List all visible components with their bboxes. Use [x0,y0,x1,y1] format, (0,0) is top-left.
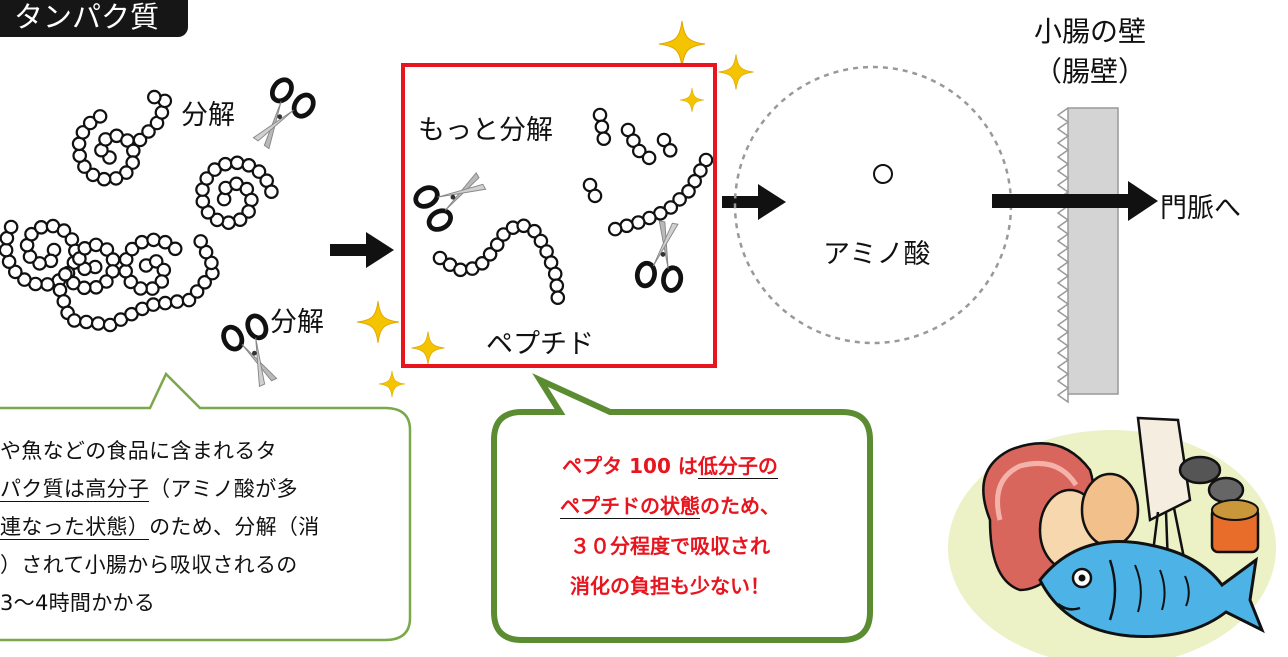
desc-underlined: パク質は高分子 [0,477,150,502]
desc-line: 3～4時間かかる [0,591,156,615]
chain-bead [264,184,279,199]
chain-bead [167,241,183,257]
chain-bead [88,279,104,295]
chain-bead [145,281,160,296]
desc-line: 連なった状態）のため、分解（消 [0,508,386,546]
description-bubble [0,371,412,642]
chain-bead [218,156,233,172]
chain-bead [67,313,82,328]
chain-bead [146,232,161,248]
pepta-line: ペプチドの状態のため、 [500,486,840,526]
amino-acid-label: アミノ酸 [823,239,931,270]
chain-bead [169,294,185,309]
chain-bead [92,109,108,124]
desc-line: や魚などの食品に含まれるタ [0,439,277,463]
pepta-underlined: 低分子の [697,454,778,479]
desc-part: （アミノ酸が多 [149,477,298,501]
chain-bead [154,105,170,120]
peptide-label: ペプチド [486,329,594,360]
pepta-part: のため、 [700,494,780,518]
decompose-label-2: 分解 [270,307,324,338]
pepta-line: ペプタ 100 は低分子の [500,446,840,486]
chain-bead [118,263,133,279]
chain-bead [146,297,161,312]
chain-bead [40,277,55,292]
intestinal-wall-title: 小腸の壁 （腸壁） [1020,12,1160,92]
amino-acid-dot [873,164,893,184]
chain-bead [72,148,87,163]
chain-bead [79,314,94,330]
chain-bead [134,234,150,250]
protein-tag: タンパク質 [0,0,188,37]
desc-line: パク質は高分子（アミノ酸が多 [0,470,386,508]
chain-bead [3,219,19,235]
chain-bead [221,215,236,230]
pepta-line: 消化の負担も少ない！ [570,574,770,598]
arrow-icon [722,184,786,220]
chain-bead [157,295,173,311]
arrow-icon [992,181,1158,221]
chain-bead [147,89,162,105]
chain-bead [195,194,211,209]
sparkle-icon [718,54,754,90]
desc-part: のため、分解（消 [149,515,320,539]
chain-bead [193,234,208,249]
chain-bead [33,220,49,235]
arrow-icon [330,232,394,268]
chain-bead [90,316,106,331]
pepta-line: ３０分程度で吸収され [570,534,770,558]
pepta-part: ペプタ 100 は [562,454,698,478]
peptide-box [401,63,717,368]
more-decompose-label: もっと分解 [418,115,553,146]
chain-bead [1,254,17,270]
chain-bead [0,242,14,258]
decompose-label-1: 分解 [181,100,235,131]
chain-bead [229,155,245,171]
food-illustration [948,416,1276,657]
protein-chain [0,89,279,333]
pepta-bubble [491,373,873,643]
desc-underlined: 連なった状態） [0,515,150,540]
portal-vein-label: 門脈へ [1160,193,1241,224]
pepta-text: ペプタ 100 は低分子の ペプチドの状態のため、 ３０分程度で吸収され 消化の… [500,446,840,606]
chain-bead [108,171,124,186]
pepta-underlined: ペプチドの状態 [560,494,700,519]
chain-bead [105,252,121,267]
wall-title-line1: 小腸の壁 [1033,15,1146,48]
desc-line: ）されて小腸から吸収されるの [0,553,298,577]
intestinal-wall [1056,107,1119,404]
scissors-icon [243,76,317,156]
chain-bead [156,262,172,278]
wall-title-line2: （腸壁） [1033,55,1146,88]
sparkle-icon [378,370,406,398]
sparkle-icon [356,300,400,344]
description-text: や魚などの食品に含まれるタ パク質は高分子（アミノ酸が多 連なった状態）のため、… [0,432,386,622]
sparkle-icon [658,20,706,68]
chain-bead [244,192,259,208]
chain-bead [58,266,73,282]
